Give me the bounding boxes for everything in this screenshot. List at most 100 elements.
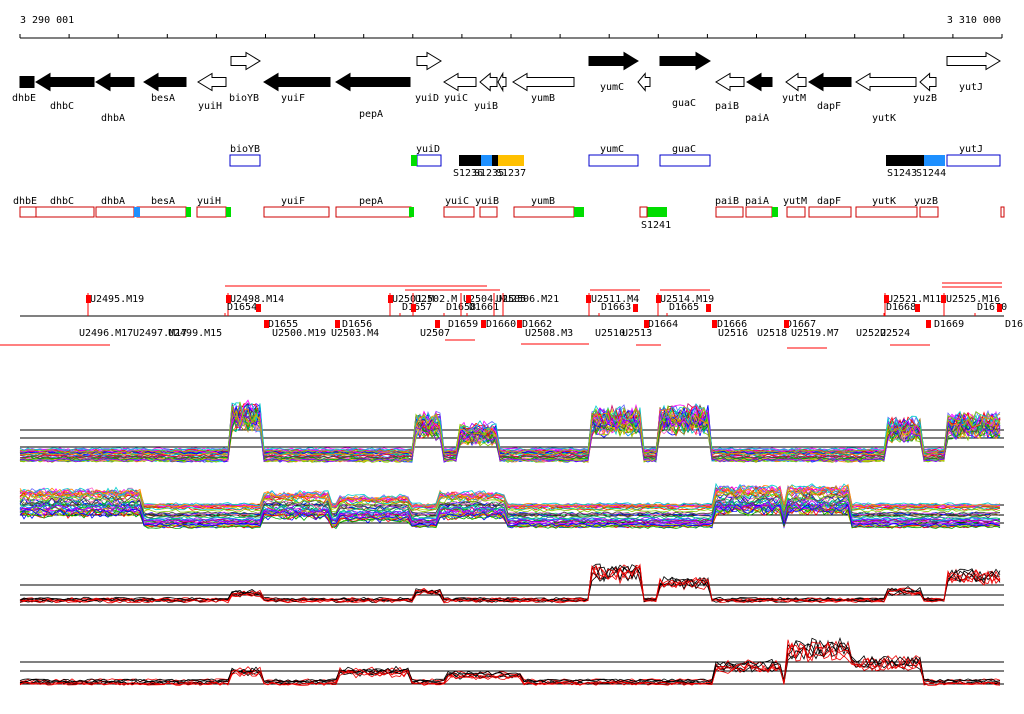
marker-flag: [644, 320, 649, 328]
gene-yutK-arrow: [855, 72, 917, 92]
feature-dhbC-box: [35, 206, 95, 218]
feature-paiB-label: paiB: [715, 196, 739, 207]
marker-upper-U2514-M19: U2514.M19: [660, 294, 714, 305]
marker-upper-U2525-M16: U2525.M16: [946, 294, 1000, 305]
gene-yuiB-arrow: [479, 72, 498, 92]
segment-S1241-label: S1241: [641, 220, 671, 231]
marker-upper-U2502-M: U2502.M: [415, 294, 457, 305]
marker-upper-D1670: D1670: [977, 302, 1007, 313]
cds-yumC-box: [588, 154, 639, 167]
marker-flag: [226, 295, 231, 303]
feature-pepA-box: [335, 206, 412, 218]
gene-dhbA-arrow: [95, 72, 135, 92]
feature-yutK-label: yutK: [872, 196, 896, 207]
expression-profile-line: [19, 403, 1001, 454]
marker-flag: [915, 304, 920, 312]
cds-green-mark: [411, 155, 417, 166]
segment-bar: [459, 155, 481, 166]
marker-flag: [586, 295, 591, 303]
marker-upper-U2521-M11: U2521.M11: [887, 294, 941, 305]
gene-yuzB-arrow: [919, 72, 937, 92]
segment-S1237-label: S1237: [496, 168, 526, 179]
gene-besA-arrow: [143, 72, 187, 92]
segment-bar: [924, 155, 945, 166]
expression-profile-line: [19, 483, 1001, 507]
gene-dhbC-label: dhbC: [50, 101, 74, 112]
feature-besA-box: [136, 206, 187, 218]
gene-yuiH-arrow: [197, 72, 227, 92]
expression-profile-line: [19, 564, 1001, 602]
expression-panel-3: [19, 563, 1004, 606]
marker-flag: [997, 304, 1002, 312]
feature-extra-box: [409, 207, 414, 217]
expression-profile-line: [19, 563, 1001, 602]
marker-upper-U2495-M19: U2495.M19: [90, 294, 144, 305]
coordinate-ruler: 3 290 001 3 310 000: [19, 15, 1003, 39]
gene-fragment-arrow: [637, 72, 651, 92]
expression-profile-line: [19, 484, 1001, 508]
feature-dhbA-label: dhbA: [101, 196, 125, 207]
gene-yuzB-label: yuzB: [913, 93, 937, 104]
gene-yumB-label: yumB: [531, 93, 555, 104]
segment-bar: [481, 155, 492, 166]
feature-yuiH-label: yuiH: [197, 196, 221, 207]
marker-upper-D1668: D1668: [886, 302, 916, 313]
gene-yumB-arrow: [512, 72, 575, 92]
feature-yutM-box: [786, 206, 806, 218]
feature-dapF-label: dapF: [817, 196, 841, 207]
expression-profile-line: [19, 564, 1001, 602]
marker-lower-U2500-M19: U2500.M19: [272, 328, 326, 339]
feature-pepA-label: pepA: [359, 196, 383, 207]
feature-yuiF-label: yuiF: [281, 196, 305, 207]
feature-extra-box: [772, 207, 778, 217]
expression-profile-line: [19, 412, 1001, 461]
marker-flag: [256, 304, 261, 312]
gene-paiA-label: paiA: [745, 113, 769, 124]
gene-guaC-label: guaC: [672, 98, 696, 109]
gene-paiA-arrow: [746, 72, 773, 92]
gene-dhbC-arrow: [35, 72, 95, 92]
expression-profile-line: [19, 402, 1001, 455]
gene-fragment-arrow: [497, 71, 507, 93]
cds-yuiD-label: yuiD: [416, 144, 440, 155]
expression-panel-2: [19, 482, 1004, 530]
segment-S1241-bar: [647, 207, 667, 217]
marker-upper-D1654: D1654: [227, 302, 257, 313]
expression-profile-line: [19, 404, 1001, 452]
expression-profile-line: [19, 642, 1001, 685]
expression-profile-line: [19, 402, 1001, 453]
marker-lower-U2524: U2524: [880, 328, 910, 339]
gene-dapF-label: dapF: [817, 101, 841, 112]
marker-lower-U2503-M4: U2503.M4: [331, 328, 379, 339]
feature-paiB-box: [715, 206, 744, 218]
feature-yumB-box: [513, 206, 575, 218]
feature-yuiC-label: yuiC: [445, 196, 469, 207]
segment-S1236-label: S1236: [453, 168, 483, 179]
expression-profile-line: [19, 489, 1001, 513]
marker-lower-D1667: D1667: [786, 319, 816, 330]
marker-upper-D1665: D1665: [669, 302, 699, 313]
feature-yumB-label: yumB: [531, 196, 555, 207]
marker-upper-D1663: D1663: [601, 302, 631, 313]
feature-extra-box: [639, 206, 648, 218]
feature-dhbE-label: dhbE: [13, 196, 37, 207]
gene-dhbE-label: dhbE: [12, 93, 36, 104]
cds-yumC-label: yumC: [600, 144, 624, 155]
marker-flag: [388, 295, 393, 303]
expression-profile-line: [19, 564, 1001, 603]
marker-upper-U2504-M: U2504.M: [463, 294, 505, 305]
gene-yuiF-label: yuiF: [281, 93, 305, 104]
cds-bioYB-label: bioYB: [230, 144, 260, 155]
expression-profile-line: [19, 503, 1001, 527]
expression-profile-line: [19, 488, 1001, 511]
expression-panel-1: [19, 399, 1004, 463]
marker-upper-U2506-M21: U2506.M21: [505, 294, 559, 305]
gene-yumC-arrow: [588, 51, 639, 71]
gene-guaC-arrow: [659, 51, 711, 71]
marker-flag: [926, 320, 931, 328]
gene-bioYB-label: bioYB: [229, 93, 259, 104]
segment-S1243-label: S1243: [887, 168, 917, 179]
